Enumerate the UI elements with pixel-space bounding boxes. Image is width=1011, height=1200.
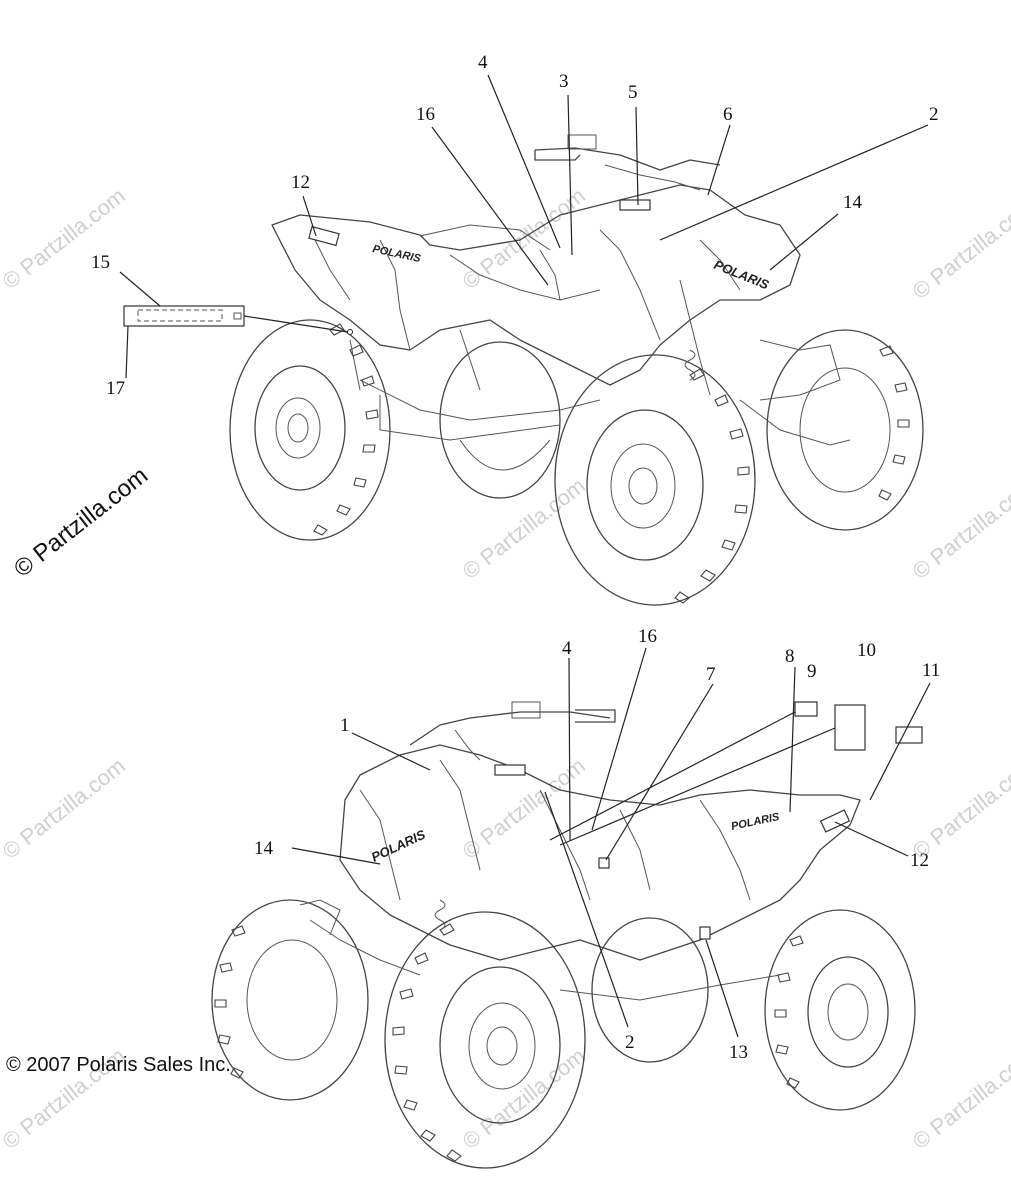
callout-label: 4: [478, 52, 488, 73]
decal-11: [895, 726, 923, 744]
copyright-notice: © 2007 Polaris Sales Inc.: [6, 1054, 231, 1076]
decal-tank: [494, 764, 526, 776]
watermark: © Partzilla.com: [458, 1043, 590, 1154]
callout-label: 14: [843, 192, 863, 213]
callout-label: 2: [625, 1032, 635, 1053]
decal-13: [699, 926, 711, 940]
watermark-layer: © Partzilla.com © Partzilla.com © Partzi…: [0, 183, 1011, 1154]
wheel-front-right: [384, 911, 586, 1169]
watermark: © Partzilla.com: [908, 1043, 1011, 1154]
decal-9: [794, 701, 818, 717]
atv-top-view: POLARIS POLARIS 4 3 5: [91, 52, 939, 606]
callout-label: 15: [91, 252, 110, 273]
watermark-primary: © Partzilla.com: [9, 462, 153, 583]
decal-rear-fender: [308, 225, 340, 247]
polaris-logo: POLARIS: [730, 811, 781, 833]
decal-12: [819, 809, 851, 833]
callout-label: 3: [559, 71, 569, 92]
callout-label: 7: [706, 664, 716, 685]
wheel-rear-left: [591, 917, 709, 1063]
watermark: © Partzilla.com: [458, 473, 590, 584]
callout-label: 2: [929, 104, 939, 125]
callout-label: 8: [785, 646, 795, 667]
wheel-front-left: [211, 899, 369, 1101]
wheel-rear-right: [439, 341, 561, 499]
callout-label: 14: [254, 838, 274, 859]
callout-label: 5: [628, 82, 638, 103]
callout-label: 17: [106, 378, 125, 399]
watermark: © Partzilla.com: [0, 753, 130, 864]
leader-lines-top: [119, 74, 929, 379]
callout-label: 4: [562, 638, 572, 659]
callout-label: 1: [340, 715, 350, 736]
decal-10: [834, 704, 866, 751]
callout-label: 9: [807, 661, 817, 682]
callout-label: 10: [857, 640, 876, 661]
decal-tank: [619, 199, 651, 211]
watermark: © Partzilla.com: [908, 753, 1011, 864]
callout-label: 12: [910, 850, 929, 871]
body-decals: POLARIS POLARIS: [369, 701, 923, 940]
callouts-bottom: 4 16 9 10 8 7 11 1 14 12 2 13: [254, 626, 940, 1063]
callout-label: 12: [291, 172, 310, 193]
watermark: © Partzilla.com: [908, 193, 1011, 304]
wheel-rear-right: [764, 909, 916, 1111]
callout-label: 16: [416, 104, 435, 125]
atv-body: [299, 701, 861, 1001]
decal-15-17: [123, 305, 353, 335]
atv-bottom-view: POLARIS POLARIS 4 16 9 10 8 7 11: [211, 626, 940, 1169]
callout-label: 6: [723, 104, 733, 125]
decal-7: [598, 857, 610, 869]
atv-body: [271, 134, 851, 446]
leader-lines-bottom: [291, 647, 931, 1038]
callouts-top: 4 3 5 16 6 2 12 14 15 17: [91, 52, 939, 399]
polaris-logo: POLARIS: [371, 243, 422, 265]
watermark: © Partzilla.com: [0, 183, 130, 294]
wheel-front-left: [554, 354, 756, 606]
polaris-logo: POLARIS: [369, 827, 428, 865]
callout-label: 16: [638, 626, 657, 647]
wheel-front-right: [766, 329, 924, 531]
watermark: © Partzilla.com: [908, 473, 1011, 584]
wheel-rear-left: [229, 319, 391, 541]
polaris-logo: POLARIS: [712, 257, 771, 293]
callout-label: 13: [729, 1042, 748, 1063]
callout-label: 11: [922, 660, 940, 681]
